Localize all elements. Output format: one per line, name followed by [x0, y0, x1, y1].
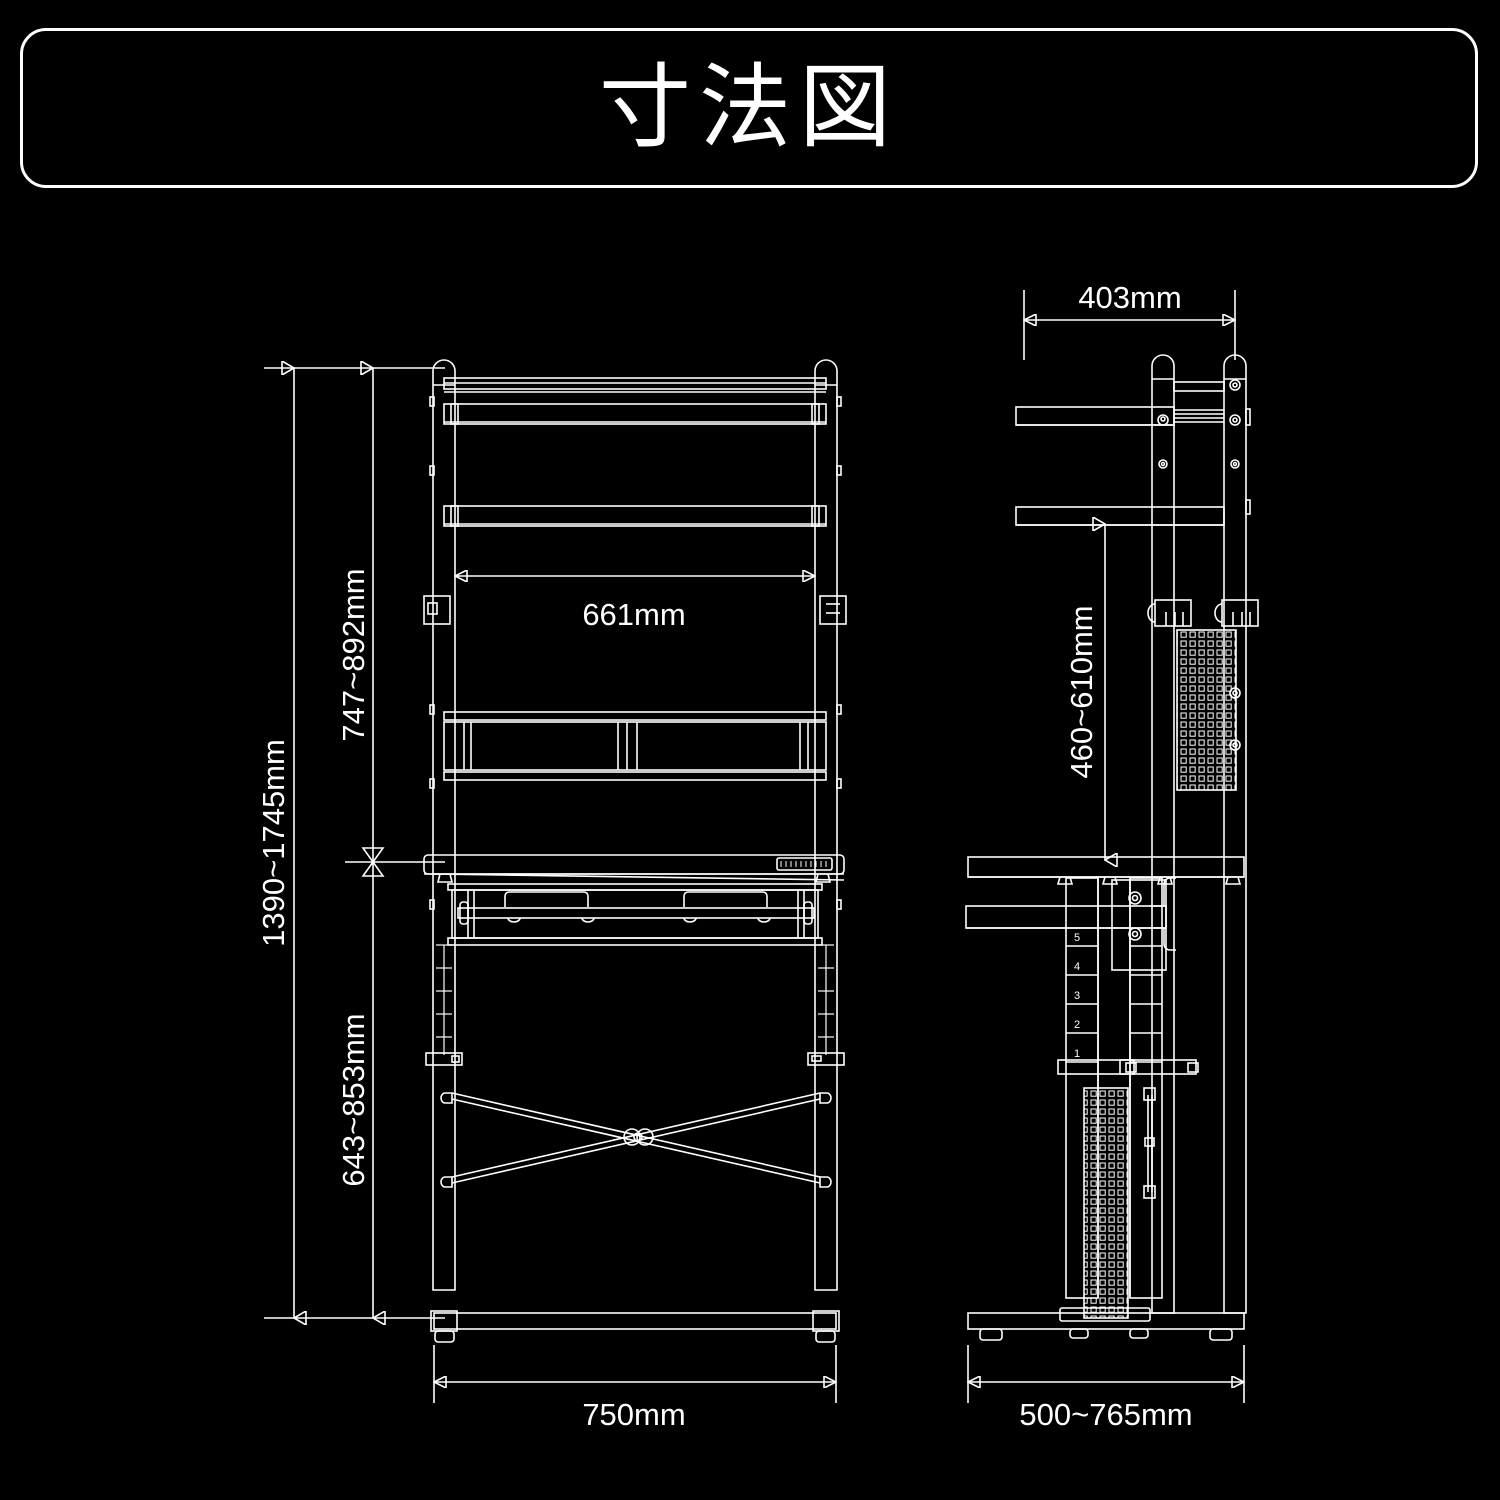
dim-base-depth: [968, 1345, 1244, 1403]
label-lower-height: 643~853mm: [336, 1013, 371, 1186]
front-desk-top: [423, 854, 845, 883]
side-adjuster-rod: [1143, 1087, 1156, 1199]
adjustment-numbers: 5 4 3 2 1: [1074, 932, 1080, 1060]
front-left-post: [429, 359, 456, 1291]
side-upper-shelf: [1015, 406, 1175, 426]
side-front-post: [1151, 354, 1175, 1314]
side-base: [967, 1307, 1245, 1341]
front-elevation-drawing: [423, 359, 847, 1343]
side-upper-mesh-panel: [1176, 629, 1237, 791]
side-top-rail: [1173, 381, 1225, 423]
label-total-width: 750mm: [582, 1397, 685, 1432]
adjustment-mark-5: 5: [1074, 932, 1080, 944]
side-keyboard-tray: [965, 877, 1176, 951]
side-desk-top: [967, 856, 1245, 885]
side-post-knobs: [1147, 599, 1259, 627]
label-total-height: 1390~1745mm: [256, 739, 291, 947]
dim-upper-lower-height: [345, 368, 445, 1318]
side-latch-plate: [1111, 879, 1167, 971]
dim-shelf-depth: [1024, 290, 1235, 360]
front-right-post: [814, 359, 842, 1291]
front-divided-shelf: [443, 711, 827, 781]
front-base: [430, 1310, 840, 1343]
front-middle-crossbar: [443, 505, 827, 527]
front-keyboard-tray: [447, 883, 823, 946]
adjustment-mark-1: 1: [1074, 1048, 1080, 1060]
front-lower-collars: [425, 1052, 845, 1066]
label-desk-height: 460~610mm: [1064, 605, 1099, 778]
label-shelf-width: 661mm: [582, 597, 685, 632]
side-lower-mesh-panel: [1083, 1087, 1129, 1319]
dim-total-width: [434, 1345, 836, 1403]
side-lower-collars: [1057, 1059, 1199, 1075]
title-frame: 寸法図: [20, 28, 1478, 188]
front-top-rail: [443, 377, 827, 393]
side-elevation-drawing: [965, 354, 1259, 1341]
front-post-notches: [436, 944, 834, 1055]
adjustment-mark-4: 4: [1074, 961, 1080, 973]
page-title: 寸法図: [598, 54, 899, 161]
front-upper-crossbar: [443, 403, 827, 425]
side-middle-shelf: [1015, 506, 1225, 526]
label-shelf-depth: 403mm: [1078, 280, 1181, 315]
front-x-brace: [440, 1092, 832, 1188]
label-base-depth: 500~765mm: [1019, 1397, 1192, 1432]
adjustment-mark-3: 3: [1074, 990, 1080, 1002]
front-post-clamps: [423, 595, 847, 625]
adjustment-mark-2: 2: [1074, 1019, 1080, 1031]
side-rear-post: [1223, 354, 1251, 1314]
label-upper-height: 747~892mm: [336, 568, 371, 741]
dim-total-height: [264, 368, 445, 1318]
